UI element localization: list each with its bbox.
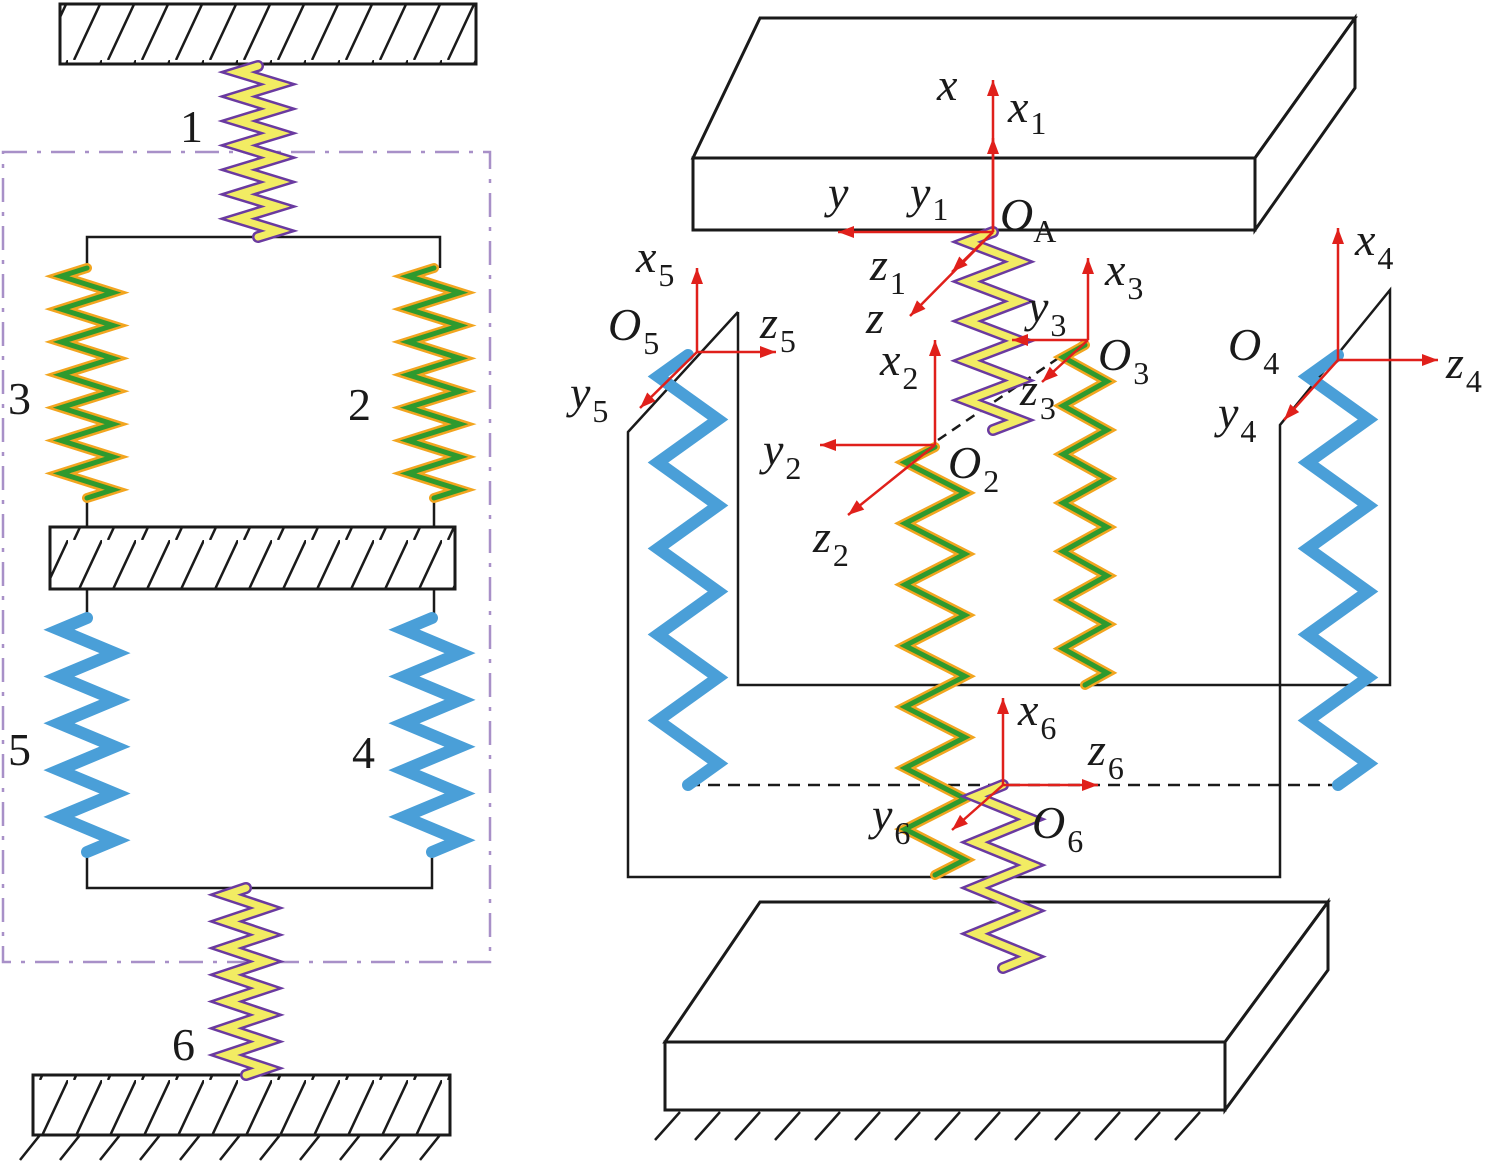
axis-arrow-z4 [1338,354,1438,366]
bottom-plate-ticks [654,1111,1201,1141]
axis-label-y6: y6 [868,789,910,851]
spring-label-1: 1 [180,101,203,152]
axis-arrow-y4 [1283,359,1339,421]
middle-mass-block [48,525,457,591]
spring-3 [44,263,130,503]
spring-label-3: 3 [8,373,31,424]
axis-arrow-x3 [1082,258,1094,340]
axis-label-y: y [824,167,849,218]
axis-label-x3: x3 [1104,244,1143,306]
axis-label-z: z [865,292,884,343]
axis-label-x1: x1 [1007,81,1046,141]
spring-2 [391,263,477,503]
axis-label-y1: y1 [906,167,948,227]
axis-arrow-y [838,226,993,238]
axis-label-z2: z2 [812,511,849,573]
axis-label-z6: z6 [1087,724,1124,786]
axis-arrow-z [909,231,994,317]
axis-arrow-y6 [951,784,1004,831]
axis-label-z1: z1 [869,239,906,301]
spring-label-2: 2 [348,379,371,430]
axis-label-y2: y2 [759,424,801,486]
spring-4-3d [1297,349,1379,791]
axis-arrow-x1 [987,138,999,232]
origin-label-O3: O3 [1098,329,1149,391]
spring-5-3d [647,349,729,791]
model-3d-panel: x y z OA x1 y1 z1 x2 y2 z2 O2 x3 y3 z3 O… [566,13,1482,1141]
spring-1-3d [950,226,1036,436]
spring-5 [43,612,131,858]
origin-label-OA: OA [1000,189,1056,249]
axis-label-z5: z5 [759,297,796,359]
spring-label-5: 5 [8,724,31,775]
origin-label-O6: O6 [1032,797,1083,859]
axis-arrow-x2 [929,340,941,445]
spring-label-6: 6 [172,1019,195,1070]
axis-arrow-x4 [1332,228,1344,360]
axis-arrow-x6 [997,698,1009,785]
spring-1 [217,60,299,243]
reference-dashed-diagonal [937,338,1086,442]
frame-labels: x y z OA x1 y1 z1 x2 y2 z2 O2 x3 y3 z3 O… [566,59,1482,859]
axis-arrow-z6 [1003,779,1098,791]
top-ground-block [58,2,478,66]
top-plate [690,13,1358,235]
axis-arrow-z3 [1041,339,1089,383]
axis-label-x5: x5 [635,231,674,293]
axis-label-y3: y3 [1024,281,1066,343]
axis-arrow-z5 [697,346,776,358]
axis-arrow-y5 [639,351,698,409]
axis-label-x2: x2 [879,334,918,396]
axis-arrow-y3 [1012,334,1088,346]
spring-3-3d [1052,340,1118,690]
axis-label-y4: y4 [1214,387,1256,449]
spring-label-4: 4 [352,727,375,778]
bottom-ground-ticks [19,1134,441,1161]
bottom-plate [654,897,1331,1141]
axis-arrow-z2 [847,444,936,516]
axis-label-x6: x6 [1017,684,1056,746]
axis-label-z4: z4 [1445,337,1482,399]
bottom-ground-block [31,1073,452,1137]
axis-label-y5: y5 [566,367,608,429]
spring-4 [388,612,476,858]
spring-6 [207,882,285,1081]
axis-label-x4: x4 [1354,214,1393,276]
spring-6-3d [959,779,1047,974]
origin-label-O5: O5 [608,299,659,361]
origin-label-O2: O2 [948,437,999,499]
axis-arrow-x5 [691,268,703,352]
spring-2-3d [893,442,977,880]
schematic-panel: 1 2 3 4 5 6 [1,2,492,1161]
axis-arrow-y2 [820,439,935,451]
axis-label-x: x [936,59,958,110]
origin-label-O4: O4 [1228,319,1279,381]
axis-label-z3: z3 [1019,364,1056,426]
